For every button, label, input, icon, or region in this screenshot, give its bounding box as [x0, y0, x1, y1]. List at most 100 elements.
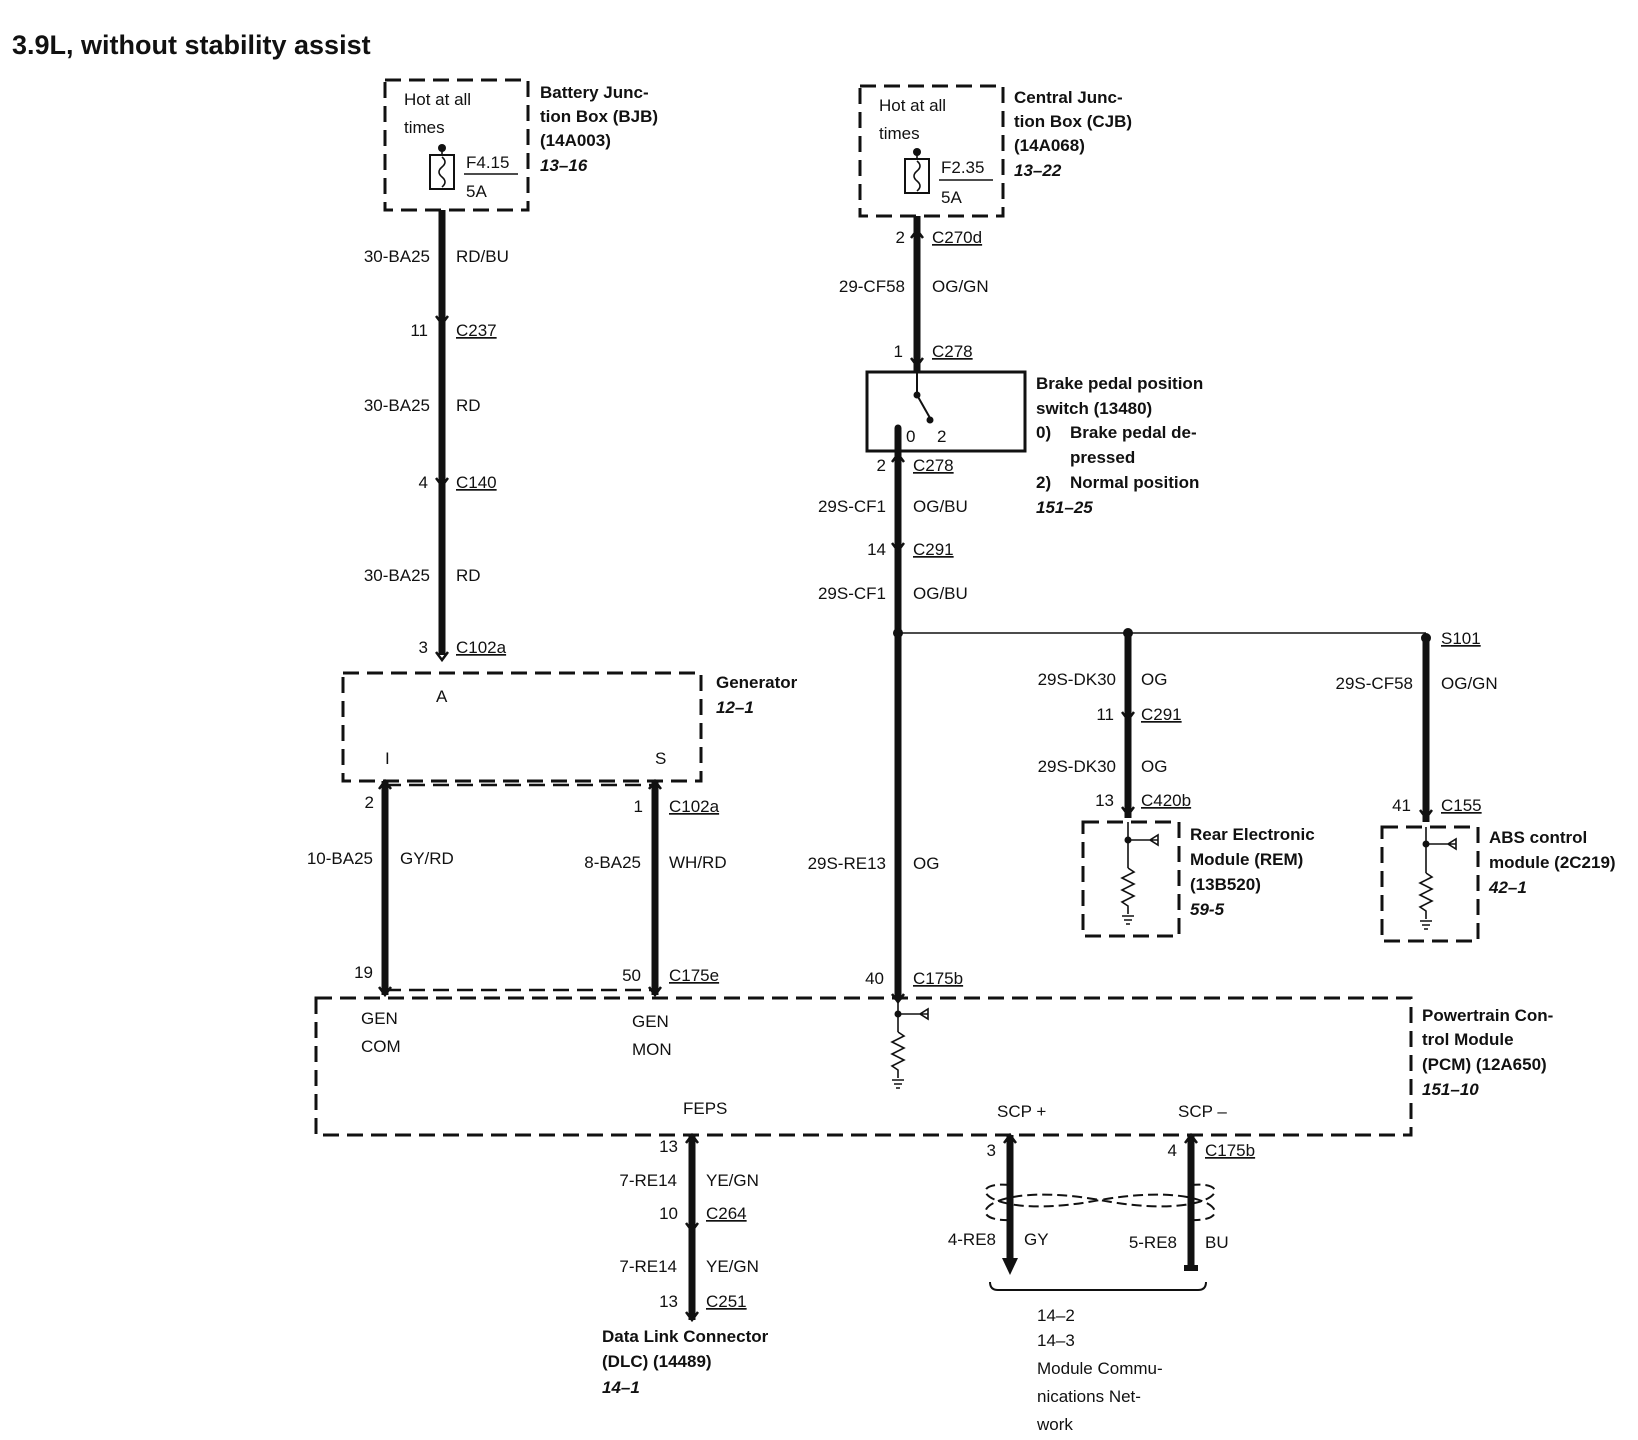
- svg-text:41: 41: [1392, 796, 1411, 815]
- svg-text:RD: RD: [456, 396, 481, 415]
- resistor-icon: [1418, 872, 1434, 919]
- connector-c264: C264: [706, 1204, 747, 1223]
- svg-text:BU: BU: [1205, 1233, 1229, 1252]
- svg-text:YE/GN: YE/GN: [706, 1257, 759, 1276]
- central-junction-box: Hot at all times F2.35 5A Central Junc- …: [858, 84, 1132, 218]
- svg-text:GY/RD: GY/RD: [400, 849, 454, 868]
- svg-text:12–1: 12–1: [716, 698, 754, 717]
- svg-text:tion Box (BJB): tion Box (BJB): [540, 107, 658, 126]
- connector-c175e: C175e: [669, 966, 719, 985]
- svg-text:SCP +: SCP +: [997, 1102, 1046, 1121]
- svg-text:1: 1: [894, 342, 903, 361]
- svg-text:14: 14: [867, 540, 886, 559]
- svg-text:151–10: 151–10: [1422, 1080, 1479, 1099]
- connector-c291-a: C291: [913, 540, 954, 559]
- svg-text:Hot at all: Hot at all: [879, 96, 946, 115]
- svg-text:29S-RE13: 29S-RE13: [808, 854, 886, 873]
- splice-s101: S101: [1441, 629, 1481, 648]
- generator-wires: 2 1 C102a 10-BA25 GY/RD 8-BA25 WH/RD 19 …: [307, 778, 727, 998]
- scp-network-circuit: 3 4 C175b 4-RE8 GY 5-RE8 BU 14–2 14–3 Mo…: [948, 1132, 1255, 1434]
- svg-text:29S-CF1: 29S-CF1: [818, 584, 886, 603]
- svg-text:1: 1: [634, 797, 643, 816]
- svg-text:F2.35: F2.35: [941, 158, 984, 177]
- svg-text:MON: MON: [632, 1040, 672, 1059]
- svg-text:RD/BU: RD/BU: [456, 247, 509, 266]
- svg-text:7-RE14: 7-RE14: [619, 1257, 677, 1276]
- svg-text:times: times: [879, 124, 920, 143]
- svg-text:3: 3: [419, 638, 428, 657]
- svg-text:4: 4: [419, 473, 428, 492]
- svg-text:work: work: [1036, 1415, 1073, 1434]
- svg-text:OG: OG: [1141, 757, 1167, 776]
- svg-text:Brake pedal de-: Brake pedal de-: [1070, 423, 1197, 442]
- svg-text:GEN: GEN: [361, 1009, 398, 1028]
- svg-text:Data Link Connector: Data Link Connector: [602, 1327, 769, 1346]
- connector-c251: C251: [706, 1292, 747, 1311]
- connector-c175b-b: C175b: [1205, 1141, 1255, 1160]
- connector-c155: C155: [1441, 796, 1482, 815]
- abs-branch: S101 29S-CF58 OG/GN 41 C155 ABS control …: [1336, 629, 1616, 943]
- svg-text:OG: OG: [1141, 670, 1167, 689]
- svg-text:OG/GN: OG/GN: [932, 277, 989, 296]
- svg-text:14–2: 14–2: [1037, 1306, 1075, 1325]
- connector-c102a-b: C102a: [669, 797, 720, 816]
- connector-c237: C237: [456, 321, 497, 340]
- svg-text:14–1: 14–1: [602, 1378, 640, 1397]
- svg-text:Hot at all: Hot at all: [404, 90, 471, 109]
- svg-text:A: A: [436, 687, 448, 706]
- page-title: 3.9L, without stability assist: [12, 30, 371, 60]
- svg-text:tion Box (CJB): tion Box (CJB): [1014, 112, 1132, 131]
- svg-text:Powertrain Con-: Powertrain Con-: [1422, 1006, 1553, 1025]
- svg-text:S: S: [655, 749, 666, 768]
- svg-text:OG/BU: OG/BU: [913, 497, 968, 516]
- svg-text:OG/BU: OG/BU: [913, 584, 968, 603]
- svg-text:29S-DK30: 29S-DK30: [1038, 757, 1116, 776]
- svg-text:13: 13: [659, 1137, 678, 1156]
- svg-text:YE/GN: YE/GN: [706, 1171, 759, 1190]
- svg-text:13–22: 13–22: [1014, 161, 1062, 180]
- svg-text:2: 2: [937, 427, 946, 446]
- svg-text:times: times: [404, 118, 445, 137]
- ground-icon: [1122, 915, 1134, 925]
- svg-text:11: 11: [1096, 705, 1114, 724]
- svg-text:29S-CF58: 29S-CF58: [1336, 674, 1413, 693]
- svg-text:3: 3: [987, 1141, 996, 1160]
- svg-text:0: 0: [906, 427, 915, 446]
- svg-text:pressed: pressed: [1070, 448, 1135, 467]
- svg-text:FEPS: FEPS: [683, 1099, 727, 1118]
- svg-text:10-BA25: 10-BA25: [307, 849, 373, 868]
- svg-text:40: 40: [865, 969, 884, 988]
- svg-text:14–3: 14–3: [1037, 1331, 1075, 1350]
- resistor-icon: [890, 1031, 906, 1078]
- svg-text:GEN: GEN: [632, 1012, 669, 1031]
- svg-text:30-BA25: 30-BA25: [364, 566, 430, 585]
- svg-text:19: 19: [354, 963, 373, 982]
- generator-feed-circuit: 30-BA25 RD/BU 11 C237 30-BA25 RD 4 C140 …: [364, 210, 509, 663]
- ground-icon: [1420, 920, 1432, 930]
- svg-text:GY: GY: [1024, 1230, 1049, 1249]
- svg-text:50: 50: [622, 966, 641, 985]
- resistor-icon: [1120, 867, 1136, 914]
- dlc-circuit: 13 7-RE14 YE/GN 10 C264 7-RE14 YE/GN 13 …: [602, 1132, 769, 1397]
- svg-text:5A: 5A: [941, 188, 962, 207]
- svg-text:(DLC) (14489): (DLC) (14489): [602, 1352, 712, 1371]
- svg-text:(14A003): (14A003): [540, 131, 611, 150]
- fuse-icon: [438, 156, 446, 188]
- svg-text:13: 13: [659, 1292, 678, 1311]
- svg-text:30-BA25: 30-BA25: [364, 247, 430, 266]
- svg-text:29-CF58: 29-CF58: [839, 277, 905, 296]
- svg-text:2: 2: [365, 793, 374, 812]
- svg-text:(13B520): (13B520): [1190, 875, 1261, 894]
- battery-junction-box: Hot at all times F4.15 5A Battery Junc- …: [383, 78, 658, 212]
- connector-c175b-a: C175b: [913, 969, 963, 988]
- brake-switch-feed-circuit: 2 C270d 29-CF58 OG/GN 1 C278: [839, 216, 989, 372]
- svg-text:OG/GN: OG/GN: [1441, 674, 1498, 693]
- svg-text:(PCM) (12A650): (PCM) (12A650): [1422, 1055, 1547, 1074]
- svg-text:151–25: 151–25: [1036, 498, 1093, 517]
- svg-text:29S-DK30: 29S-DK30: [1038, 670, 1116, 689]
- svg-text:0): 0): [1036, 423, 1051, 442]
- svg-text:13–16: 13–16: [540, 156, 588, 175]
- svg-text:OG: OG: [913, 854, 939, 873]
- svg-text:Battery Junc-: Battery Junc-: [540, 83, 649, 102]
- svg-text:13: 13: [1095, 791, 1114, 810]
